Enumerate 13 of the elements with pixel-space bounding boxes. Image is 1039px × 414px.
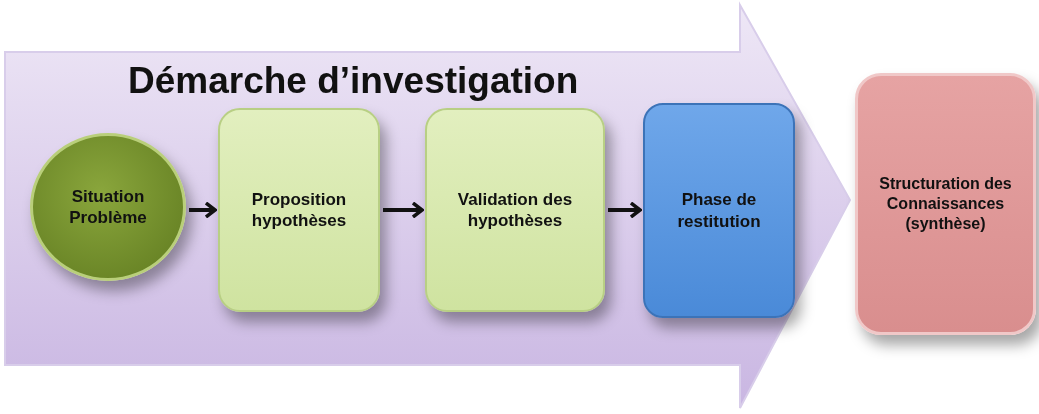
node-label: Phase de restitution [676, 189, 762, 232]
process-box [425, 108, 605, 312]
arrow [189, 201, 217, 219]
process-box [643, 103, 795, 318]
arrow [383, 201, 424, 219]
node-label: Validation des hypothèses [456, 188, 574, 232]
node-label: Situation Problème [68, 185, 148, 229]
diagram-heading: Démarche d’investigation [128, 60, 579, 102]
node-label: Structuration des Connaissances (synthèse) [878, 174, 1013, 234]
arrow [608, 201, 642, 219]
process-box [855, 73, 1036, 335]
process-box [218, 108, 380, 312]
node-label: Proposition hypothèses [250, 188, 348, 232]
